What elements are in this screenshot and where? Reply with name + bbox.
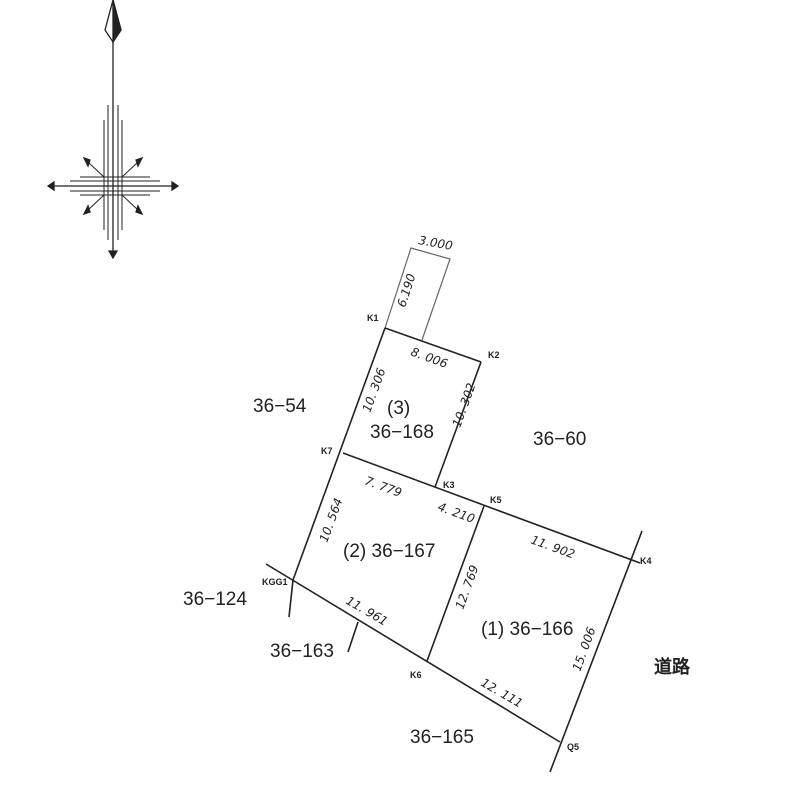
dim-top-height: 6.190: [395, 272, 419, 309]
point-k6: K6: [410, 670, 422, 680]
dim-k2-k3: 10. 302: [450, 381, 479, 429]
dim-top-width: 3.000: [417, 233, 454, 253]
parcel-3-number: (3): [387, 398, 410, 419]
dim-k4-q5: 15. 006: [570, 625, 599, 673]
north-arrow-icon: [46, 0, 180, 260]
dim-k1-k7: 10. 306: [360, 366, 389, 414]
neighbor-parcel: 36−60: [533, 429, 586, 450]
dim-k7-k3: 7. 779: [363, 474, 404, 500]
dim-k3-k5: 4. 210: [436, 500, 477, 526]
neighbor-parcel: 36−124: [183, 589, 247, 610]
parcel-2-label: (2) 36−167: [343, 541, 435, 562]
point-k1: K1: [367, 313, 379, 323]
parcel-1-label: (1) 36−166: [481, 619, 573, 640]
point-k5: K5: [490, 495, 502, 505]
point-k2: K2: [488, 350, 500, 360]
point-k7: K7: [321, 446, 333, 456]
neighbor-parcel: 36−163: [270, 641, 334, 662]
point-kgg1: KGG1: [262, 577, 288, 587]
dim-k5-k6: 12. 769: [453, 563, 482, 611]
parcel-3-id: 36−168: [370, 422, 434, 443]
dim-kgg1-k6: 11. 961: [344, 593, 391, 628]
point-k4: K4: [640, 556, 652, 566]
road-label: 道路: [654, 656, 691, 678]
point-q5: Q5: [567, 742, 579, 752]
neighbor-parcel: 36−165: [410, 727, 474, 748]
dim-k6-q5: 12. 111: [479, 675, 526, 710]
point-k3: K3: [443, 480, 455, 490]
boundary-lines: [265, 247, 643, 773]
neighbor-parcel: 36−54: [253, 396, 307, 417]
